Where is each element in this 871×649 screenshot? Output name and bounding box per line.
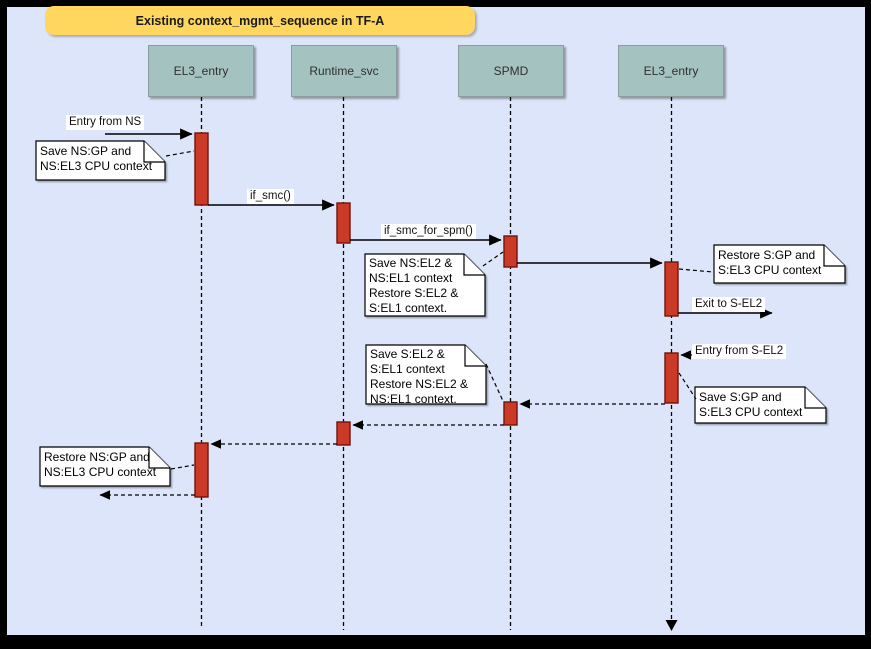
lifeline-header-el3-entry-1: EL3_entry: [148, 45, 254, 97]
note-fold-icon: [143, 141, 165, 163]
lifeline-header-label: SPMD: [493, 64, 529, 78]
note-shape-save-s-gp: [694, 386, 827, 424]
lifeline-header-spmd: SPMD: [458, 45, 564, 97]
lifeline-end-arrow-icon: [665, 620, 678, 631]
activation-bar-el3-entry-1a: [194, 132, 209, 206]
activation-bar-spmd-1: [503, 235, 518, 268]
activation-bar-spmd-2: [503, 401, 518, 426]
note-restore-ns-gp: Restore NS:GP and NS:EL3 CPU context: [44, 450, 157, 479]
message-label-entry-from-ns: Entry from NS: [66, 115, 145, 130]
note-shape-save-s-el2: [365, 344, 487, 405]
note-connector: [485, 363, 504, 402]
message-label-if-smc-for-spm: if_smc_for_spm(): [381, 224, 476, 239]
sequence-diagram-canvas: [7, 7, 865, 635]
note-save-s-el2: Save S:EL2 & S:EL1 context Restore NS:EL…: [370, 347, 469, 406]
lifeline-header-label: Runtime_svc: [309, 64, 379, 78]
note-connector: [170, 464, 195, 470]
note-fold-icon: [823, 245, 845, 267]
activation-bar-runtime-1: [336, 202, 351, 244]
lifeline-header-el3-entry-2: EL3_entry: [618, 45, 724, 97]
note-shape-save-ns-gp: [35, 140, 166, 181]
note-fold-icon: [464, 345, 486, 367]
note-restore-s-gp: Restore S:GP and S:EL3 CPU context: [718, 248, 822, 277]
message-label-entry-from-s-el2: Entry from S-EL2: [692, 344, 787, 359]
note-shape-restore-ns-gp: [39, 446, 171, 487]
note-save-s-gp: Save S:GP and S:EL3 CPU context: [699, 390, 803, 419]
lifeline-header-label: EL3_entry: [643, 64, 699, 78]
note-connector: [482, 251, 504, 267]
message-label-exit-to-s-el2: Exit to S-EL2: [692, 297, 766, 312]
note-shape-save-ns-el2: [364, 253, 486, 317]
note-connector: [678, 372, 697, 400]
note-save-ns-el2: Save NS:EL2 & NS:EL1 context Restore S:E…: [369, 256, 459, 315]
activation-bar-runtime-2: [336, 421, 351, 446]
note-save-ns-gp: Save NS:GP and NS:EL3 CPU context: [40, 144, 153, 173]
note-fold-icon: [148, 447, 170, 469]
note-connector: [165, 150, 195, 157]
note-connector: [678, 268, 714, 273]
note-shape-restore-s-gp: [713, 244, 846, 284]
message-label-if-smc: if_smc(): [247, 189, 294, 204]
diagram-title-label: Existing context_mgmt_sequence in TF-A: [135, 13, 385, 28]
lifeline-header-label: EL3_entry: [173, 64, 229, 78]
activation-bar-el3-entry-1b: [194, 442, 209, 498]
diagram-title: Existing context_mgmt_sequence in TF-A: [45, 6, 475, 35]
note-fold-icon: [463, 254, 485, 276]
lifeline-header-runtime-svc: Runtime_svc: [291, 45, 397, 97]
activation-bar-el3-entry-2b: [664, 352, 679, 404]
note-fold-icon: [804, 387, 826, 409]
activation-bar-el3-entry-2a: [664, 261, 679, 317]
